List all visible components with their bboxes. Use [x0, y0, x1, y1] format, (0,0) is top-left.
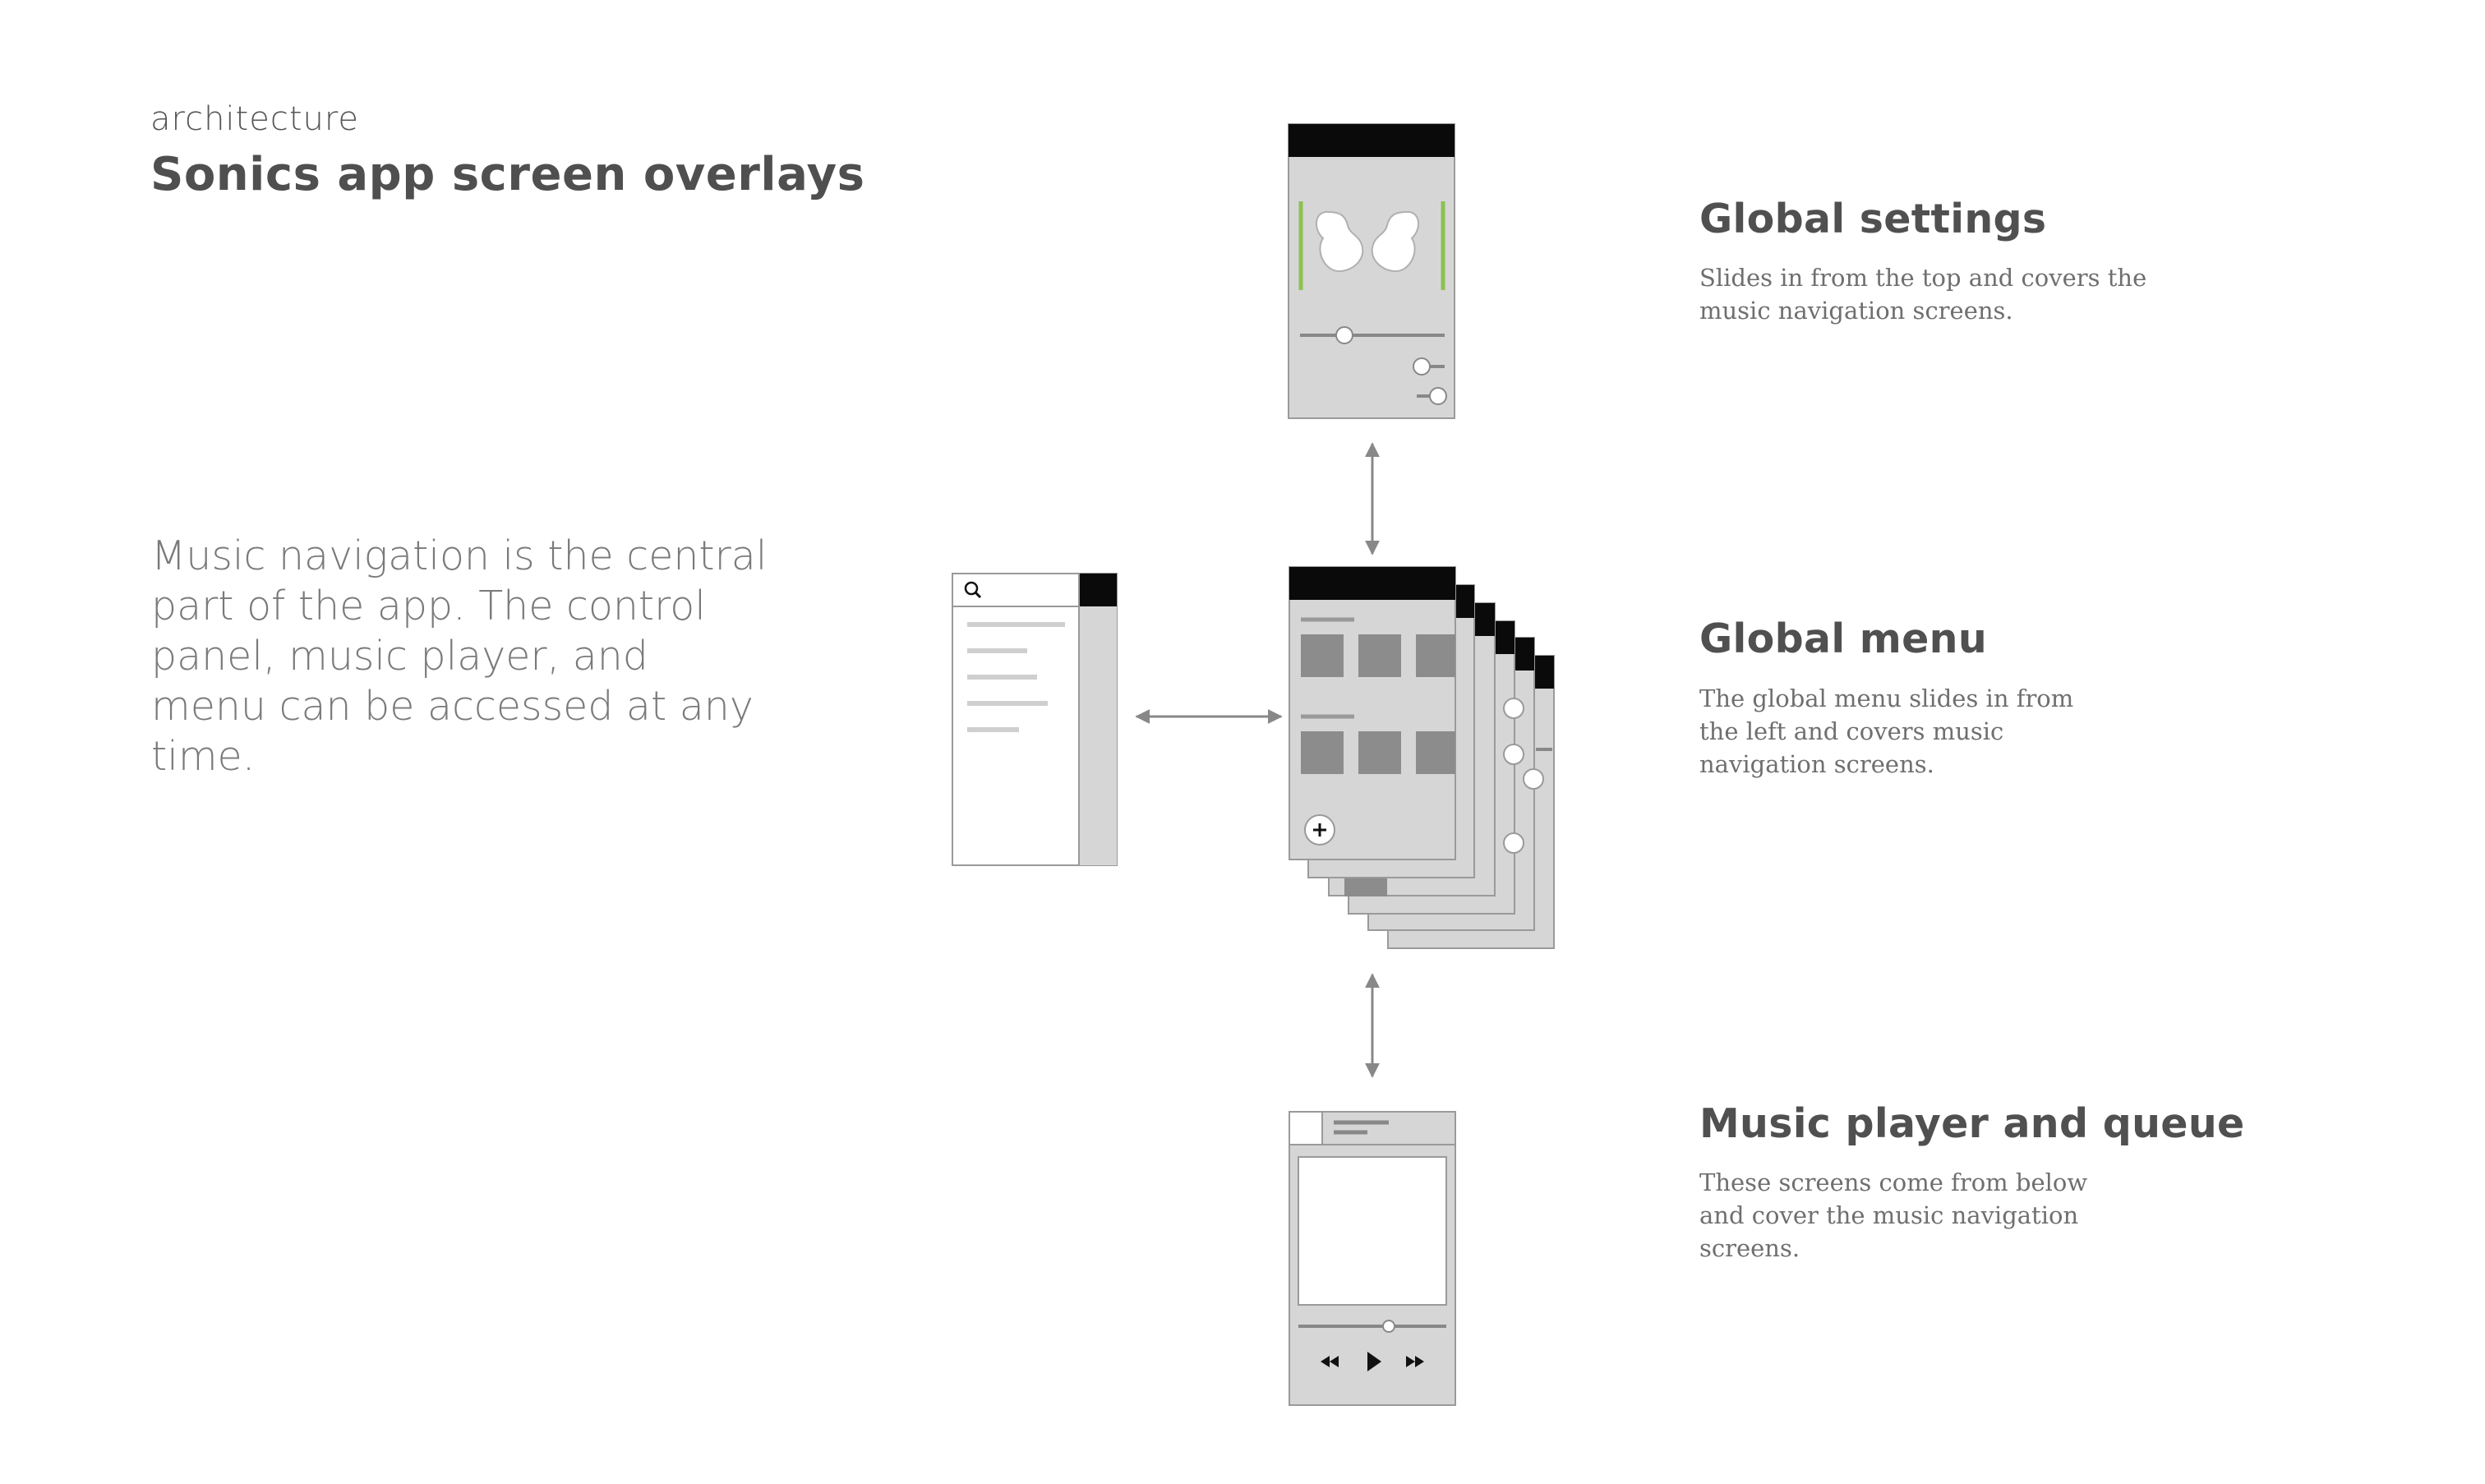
- section-title-music-player: Music player and queue: [1699, 1100, 2245, 1147]
- page-title: Sonics app screen overlays: [150, 148, 865, 201]
- section-desc-global-menu: The global menu slides in from the left …: [1699, 684, 2074, 778]
- global-menu-wireframe: [952, 573, 1118, 866]
- section-title-global-settings: Global settings: [1699, 196, 2047, 242]
- settings-screen-wireframe: [1288, 123, 1455, 419]
- rewind-icon: [1321, 1356, 1339, 1367]
- section-desc-music-player: These screens come from below and cover …: [1699, 1168, 2088, 1262]
- plus-icon: [1304, 814, 1335, 846]
- intro-text: Music navigation is the central part of …: [151, 532, 768, 780]
- section-desc-global-settings: Slides in from the top and covers the mu…: [1699, 264, 2147, 325]
- overlay-arrows: [1135, 442, 1380, 1078]
- eyebrow-label: architecture: [150, 100, 360, 138]
- section-title-global-menu: Global menu: [1699, 615, 1988, 662]
- fast-forward-icon: [1406, 1356, 1424, 1367]
- play-icon: [1367, 1352, 1381, 1371]
- music-navigation-stack: [1289, 566, 1555, 949]
- music-player-wireframe: [1289, 1111, 1456, 1406]
- front-screen: [1289, 566, 1456, 860]
- search-icon: [964, 581, 982, 599]
- earbuds-icon: [1316, 210, 1419, 273]
